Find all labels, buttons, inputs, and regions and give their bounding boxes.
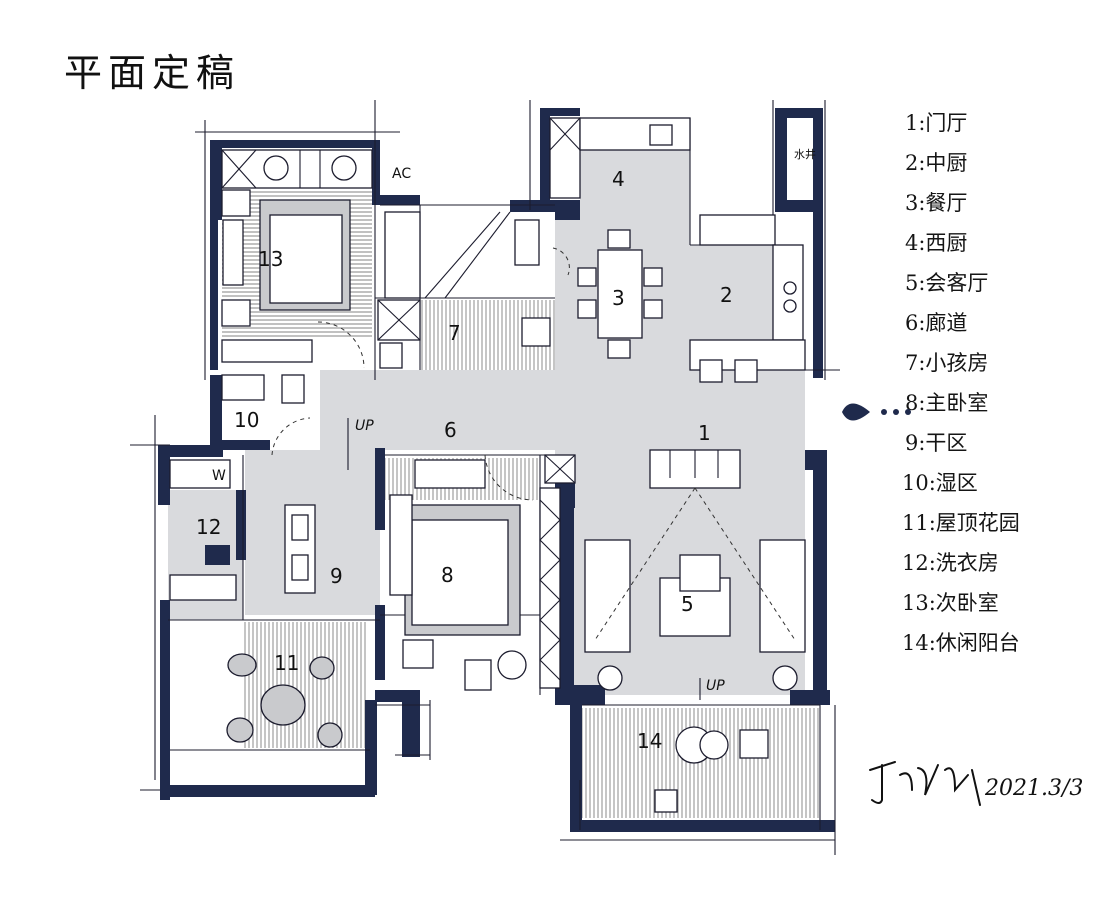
page-title: 平面定稿 bbox=[64, 51, 241, 95]
room-number-12: 12 bbox=[196, 515, 221, 539]
legend-item: 10:湿区 bbox=[902, 471, 978, 495]
furniture: AC 水井 bbox=[169, 117, 816, 813]
room-number-11: 11 bbox=[274, 651, 299, 675]
legend-item: 1:门厅 bbox=[905, 111, 968, 135]
room-number-9: 9 bbox=[330, 564, 343, 588]
legend-item: 14:休闲阳台 bbox=[902, 631, 1020, 655]
legend-item: 12:洗衣房 bbox=[902, 551, 999, 575]
legend-item: 3:餐厅 bbox=[905, 191, 968, 215]
entrance-eye-icon bbox=[842, 403, 911, 421]
ac-label: AC bbox=[392, 166, 411, 182]
room-number-7: 7 bbox=[448, 321, 461, 345]
room-number-8: 8 bbox=[441, 563, 454, 587]
up-label: UP bbox=[706, 678, 725, 694]
up-label: UP bbox=[355, 418, 374, 434]
legend-item: 8:主卧室 bbox=[905, 391, 989, 415]
room-numbers: 1 2 3 4 5 6 7 8 9 10 11 12 13 14 bbox=[196, 167, 733, 753]
door-swings bbox=[271, 247, 570, 501]
legend-item: 13:次卧室 bbox=[902, 591, 999, 615]
legend-item: 4:西厨 bbox=[905, 231, 968, 255]
room-number-10: 10 bbox=[234, 408, 259, 432]
up-markers: UP UP bbox=[347, 418, 725, 700]
room-number-3: 3 bbox=[612, 286, 625, 310]
legend-item: 6:廊道 bbox=[905, 311, 968, 335]
legend-item: 11:屋顶花园 bbox=[902, 511, 1020, 535]
legend-item: 5:会客厅 bbox=[905, 271, 989, 295]
room-number-5: 5 bbox=[681, 592, 694, 616]
washer-label: W bbox=[212, 468, 226, 484]
room-number-4: 4 bbox=[612, 167, 625, 191]
designer-signature: 2021.3/3 bbox=[869, 761, 1083, 806]
legend-item: 2:中厨 bbox=[905, 151, 968, 175]
room-number-6: 6 bbox=[444, 418, 457, 442]
room-legend: 1:门厅 2:中厨 3:餐厅 4:西厨 5:会客厅 6:廊道 7:小孩房 8:主… bbox=[902, 108, 1020, 668]
legend-item: 9:干区 bbox=[905, 431, 968, 455]
room-number-1: 1 bbox=[698, 421, 711, 445]
legend-item: 7:小孩房 bbox=[905, 351, 989, 375]
room-number-14: 14 bbox=[637, 729, 662, 753]
room-number-2: 2 bbox=[720, 283, 733, 307]
room-number-13: 13 bbox=[258, 247, 283, 271]
signature-date: 2021.3/3 bbox=[984, 776, 1083, 801]
walls bbox=[158, 108, 835, 832]
water-shaft-label: 水井 bbox=[794, 147, 816, 161]
